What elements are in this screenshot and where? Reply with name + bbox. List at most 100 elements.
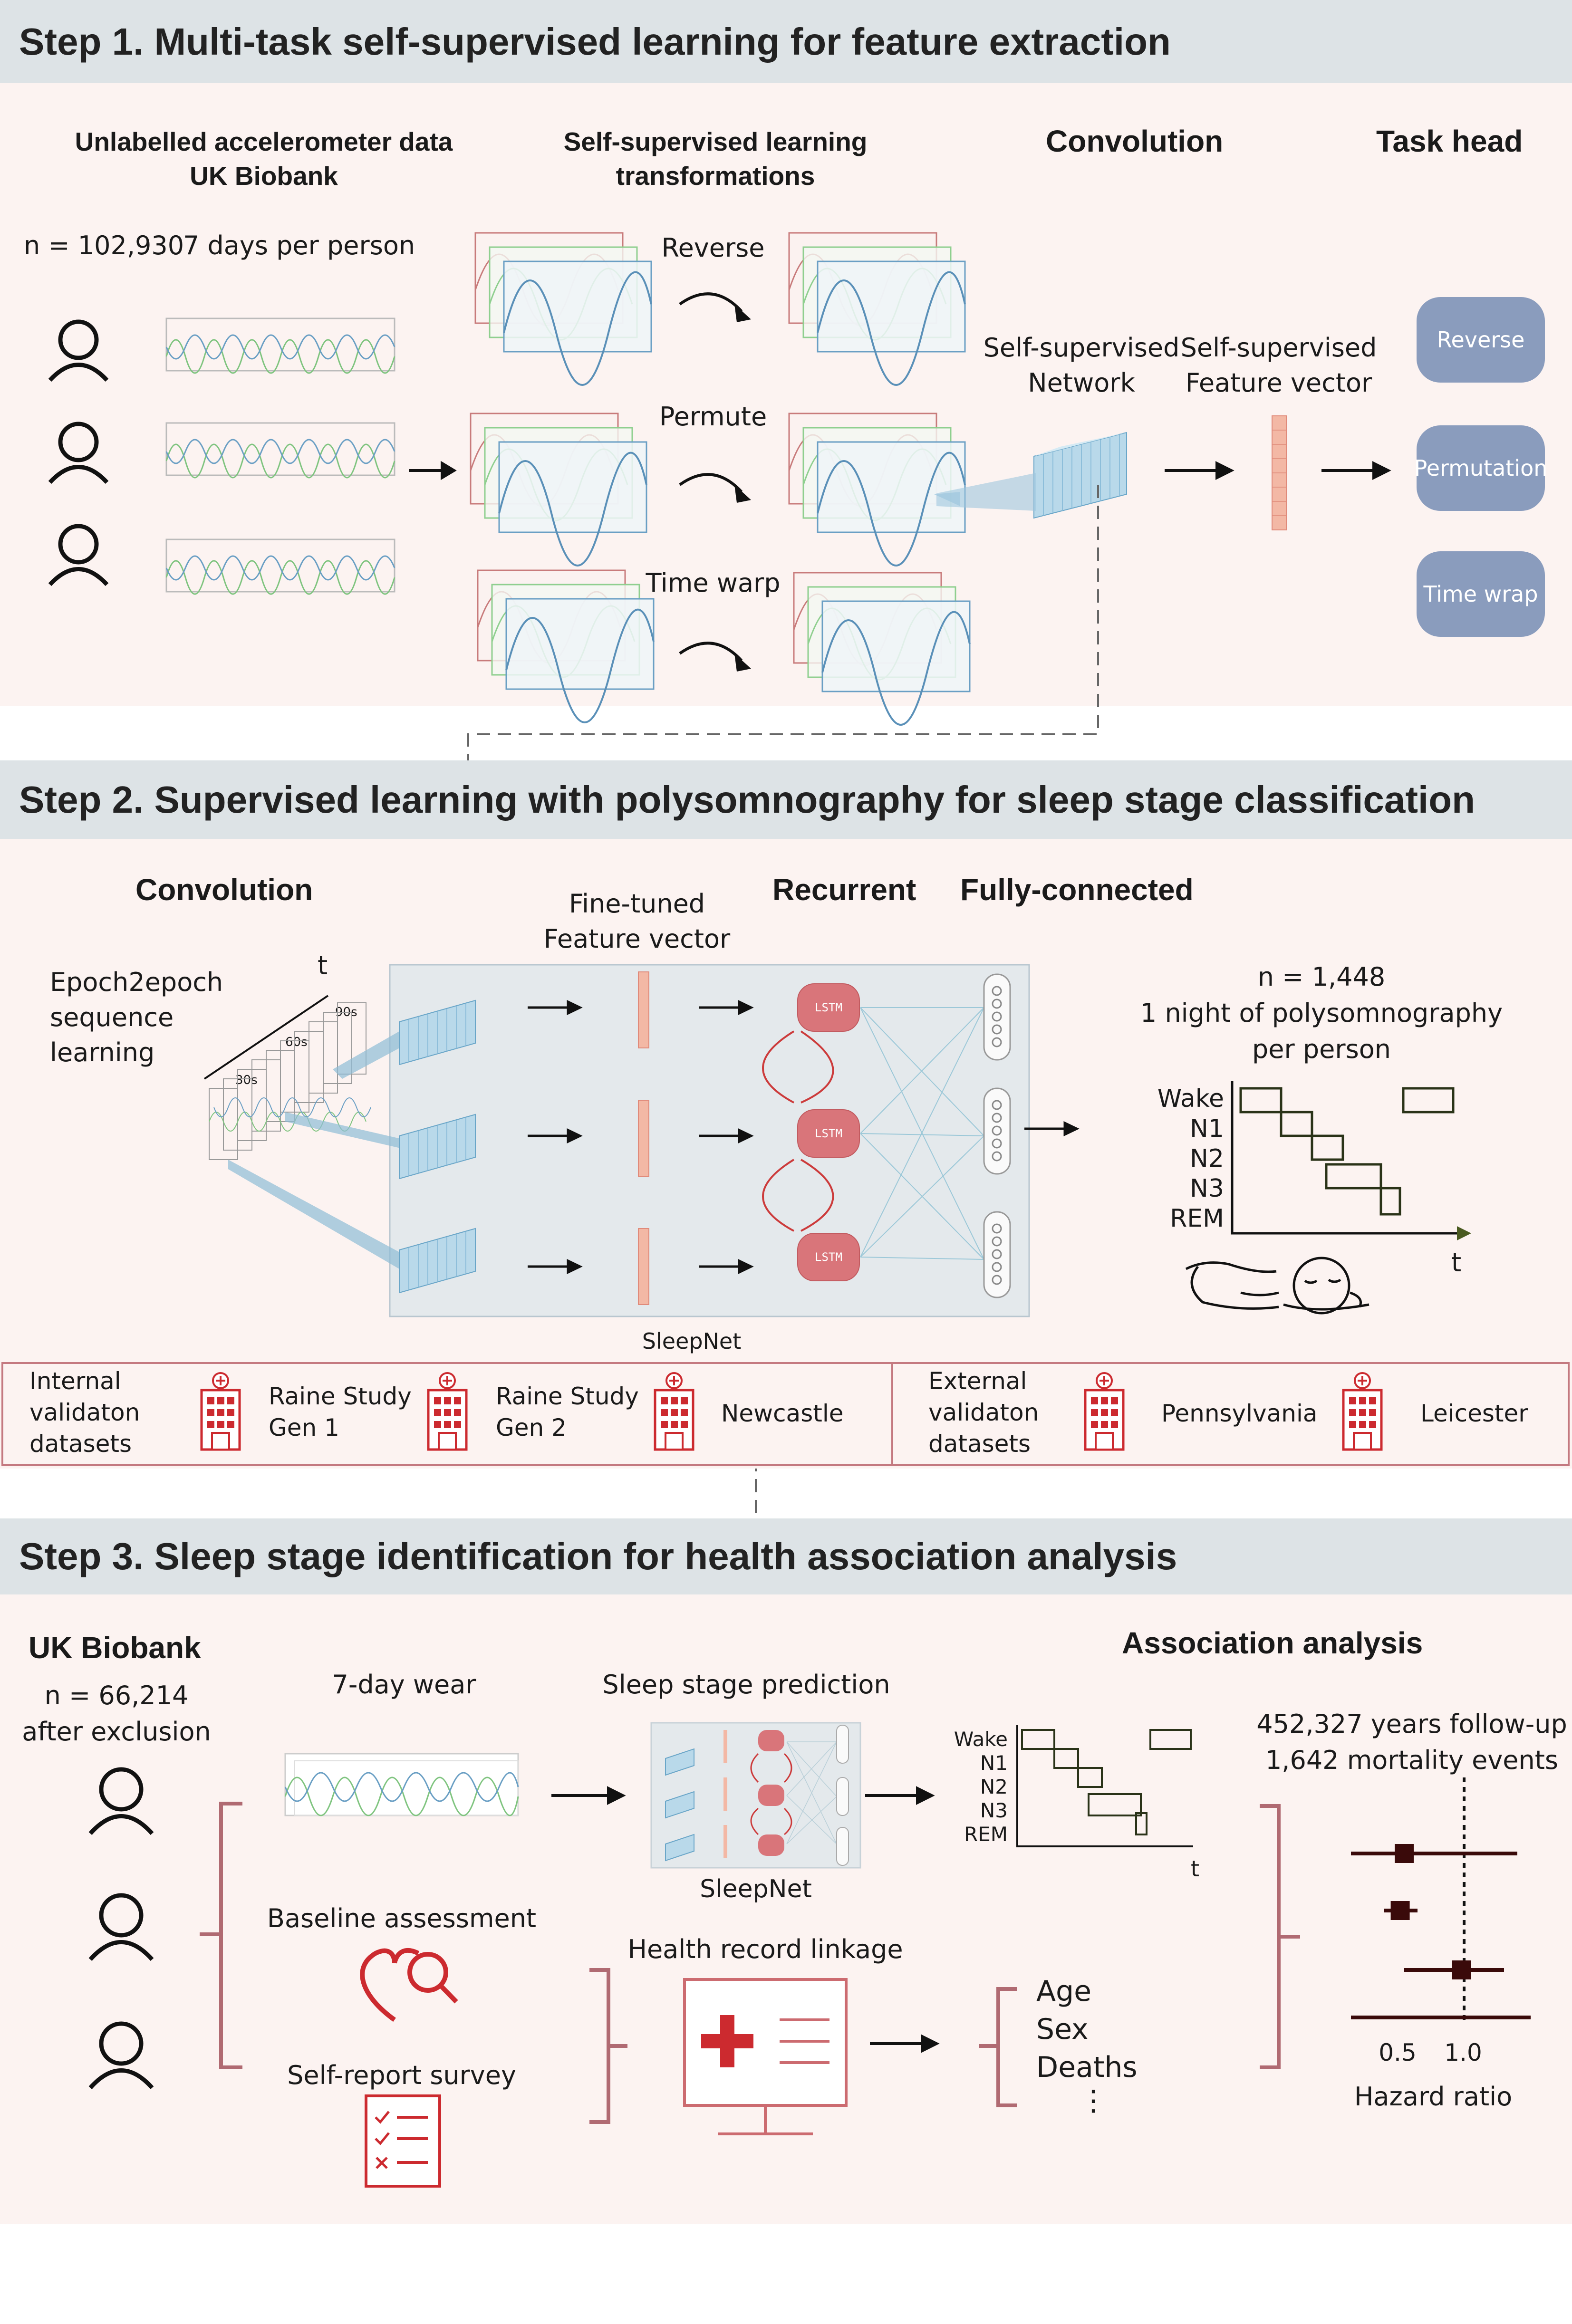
task-permutation-pill: Permutation	[1414, 425, 1547, 511]
step1-ssl-heading: Self-supervised learning transformations	[563, 127, 868, 191]
mini-stage-n1-label: N1	[980, 1751, 1008, 1775]
forest-point-estimate	[1395, 1844, 1414, 1863]
hypnogram-step3	[1016, 1725, 1193, 1847]
wear-strip	[284, 1753, 519, 1816]
lstm-cell-label: LSTM	[815, 1001, 842, 1014]
transform-timewarp-label: Time warp	[646, 568, 781, 598]
epoch-label: Epoch2epoch sequence learning	[50, 967, 223, 1067]
epoch-sequence	[203, 995, 371, 1160]
bracket-right	[1260, 1804, 1281, 2069]
person-icon	[48, 524, 109, 586]
window-60s: 60s	[285, 1035, 308, 1049]
task-timewrap-pill: Time wrap	[1417, 551, 1545, 637]
mini-stage-wake-label: Wake	[954, 1728, 1008, 1751]
person-icon	[88, 2021, 154, 2089]
fc-lines	[860, 1007, 984, 1260]
fc-nodes	[983, 973, 1011, 1298]
person-icon	[88, 1893, 154, 1961]
step1-days-label: 7 days per person	[183, 230, 415, 260]
mini-stage-rem-label: REM	[964, 1823, 1008, 1846]
step1-n-label: n = 102,930	[24, 230, 184, 260]
linkage-label: Health record linkage	[627, 1934, 903, 1964]
survey-icon	[365, 2094, 441, 2188]
external-validation-label: External validaton datasets	[928, 1367, 1039, 1458]
step3-n-label: n = 66,214 after exclusion	[22, 1681, 211, 1747]
sleepnet-label-step3: SleepNet	[700, 1875, 812, 1903]
forest-point-estimate	[1390, 1901, 1410, 1920]
finetuned-label: Fine-tuned Feature vector	[543, 889, 731, 954]
sleeping-baby-icon	[1185, 1257, 1369, 1315]
hypnogram-time-label: t	[1451, 1248, 1462, 1277]
step1-panel	[0, 83, 1572, 706]
followup-label: 452,327 years follow-up 1,642 mortality …	[1256, 1709, 1567, 1775]
task-reverse-pill: Reverse	[1417, 297, 1545, 383]
recurrent-heading: Recurrent	[772, 873, 916, 907]
forest-point-estimate	[1452, 1960, 1471, 1979]
stage-rem-label: REM	[1170, 1204, 1224, 1233]
mini-stage-n3-label: N3	[980, 1799, 1008, 1822]
finetuned-vectors	[638, 971, 649, 1305]
stage-n2-label: N2	[1190, 1144, 1224, 1173]
forest-tick-10: 1.0	[1444, 2039, 1482, 2066]
step3-header: Step 3. Sleep stage identification for h…	[0, 1518, 1572, 1594]
step2-conv-heading: Convolution	[135, 873, 313, 907]
record-age: Age	[1036, 1975, 1092, 2008]
step1-data-heading: Unlabelled accelerometer data UK Biobank	[75, 127, 453, 191]
stage-n3-label: N3	[1190, 1174, 1224, 1203]
ssl-feature-label: Self-supervised Feature vector	[1180, 333, 1377, 398]
accel-strip-1	[165, 317, 395, 374]
wear-label: 7-day wear	[332, 1670, 476, 1700]
step3-panel	[0, 1594, 1572, 2224]
record-sex: Sex	[1036, 2013, 1089, 2046]
site-raine-gen1: Raine Study Gen 1	[269, 1383, 412, 1441]
prediction-label: Sleep stage prediction	[602, 1670, 890, 1700]
person-icon	[48, 319, 109, 382]
conv-blocks-step2	[399, 999, 476, 1294]
record-more: ⋮	[1079, 2084, 1108, 2117]
stage-n1-label: N1	[1190, 1114, 1224, 1143]
accel-strip-2	[165, 422, 395, 479]
step1-task-heading: Task head	[1376, 124, 1523, 158]
step1-header: Step 1. Multi-task self-supervised learn…	[0, 0, 1572, 83]
step3-title: Step 3. Sleep stage identification for h…	[19, 1535, 1177, 1577]
arrow-to-transforms	[409, 461, 457, 480]
forest-tick-05: 0.5	[1379, 2039, 1417, 2066]
site-newcastle: Newcastle	[721, 1400, 844, 1427]
lstm-cell-label: LSTM	[815, 1127, 842, 1140]
bracket-records	[996, 1987, 1017, 2107]
forest-plot	[1351, 1777, 1531, 2025]
heart-magnifier-icon	[360, 1948, 458, 2022]
record-deaths: Deaths	[1036, 2051, 1138, 2084]
psg-n-label: n = 1,448 1 night of polysomnography per…	[1140, 962, 1503, 1064]
step2-title: Step 2. Supervised learning with polysom…	[19, 778, 1476, 821]
fc-heading: Fully-connected	[960, 873, 1194, 907]
mini-hypnogram-time-label: t	[1191, 1856, 1200, 1882]
internal-validation-label: Internal validaton datasets	[29, 1367, 140, 1458]
health-record-monitor-icon	[683, 1978, 848, 2135]
ssl-network-label: Self-supervised Network	[983, 333, 1180, 398]
lstm-cells	[797, 983, 860, 1281]
bracket-assess	[589, 1968, 610, 2124]
bracket-left	[219, 1802, 242, 2069]
feature-vector-step1	[1272, 415, 1287, 530]
baseline-label: Baseline assessment	[267, 1903, 537, 1933]
lstm-cell-label: LSTM	[815, 1250, 842, 1264]
accel-strip-3	[165, 538, 395, 595]
step1-title: Step 1. Multi-task self-supervised learn…	[19, 20, 1171, 63]
survey-label: Self-report survey	[287, 2060, 516, 2090]
mini-stage-n2-label: N2	[980, 1775, 1008, 1798]
record-items: Age Sex Deaths ⋮	[1036, 1972, 1138, 2115]
stage-wake-label: Wake	[1157, 1085, 1224, 1113]
association-heading: Association analysis	[1122, 1626, 1423, 1660]
sleepnet-mini	[650, 1722, 861, 1869]
forest-xlabel: Hazard ratio	[1354, 2082, 1513, 2112]
site-pennsylvania: Pennsylvania	[1161, 1400, 1318, 1427]
person-icon	[48, 422, 109, 484]
